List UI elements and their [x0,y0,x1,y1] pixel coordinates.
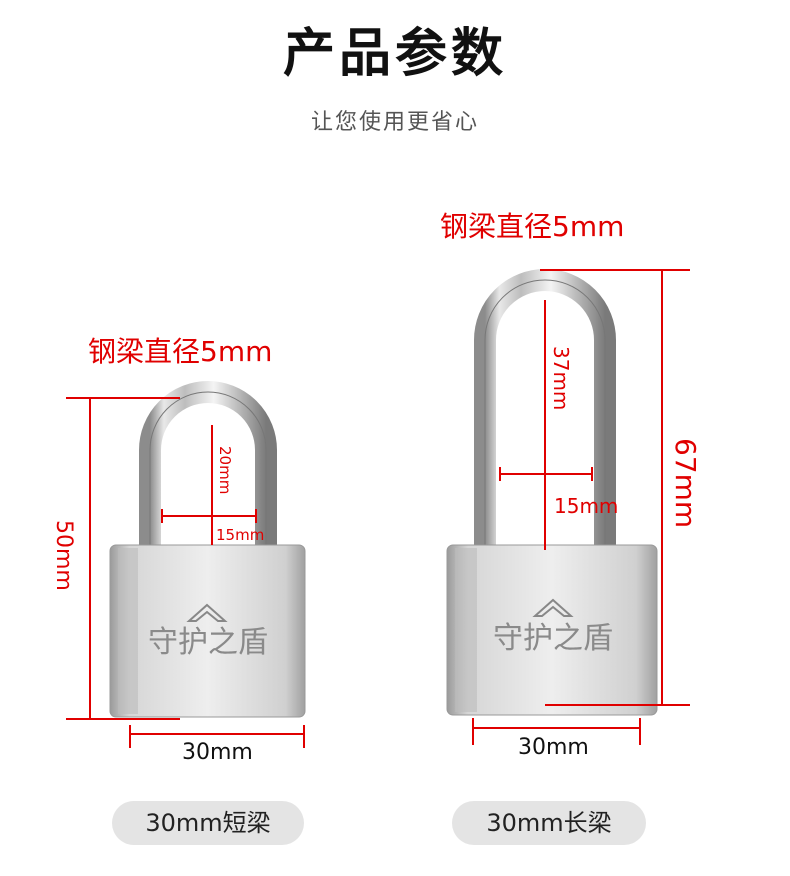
page-subtitle: 让您使用更省心 [310,110,479,135]
left-body-width-label: 30mm [182,740,253,765]
right-body-width-label: 30mm [518,735,589,760]
shield-logo-icon [186,603,228,622]
right-engraving: 守护之盾 [493,621,613,656]
shield-logo-icon [532,598,574,617]
short-shackle-pill: 30mm短梁 [112,801,304,845]
page-title: 产品参数 [282,24,507,84]
left-height-label: 50mm [51,520,76,591]
right-inner-height-label: 37mm [549,346,573,411]
left-inner-height-label: 20mm [216,446,234,495]
right-inner-width-label: 15mm [554,494,619,518]
short-shackle-lock [109,381,306,718]
long-shackle-lock [446,269,658,716]
long-shackle-pill: 30mm长梁 [452,801,646,845]
left-engraving: 守护之盾 [148,625,268,660]
left-dimension-lines [66,397,305,748]
left-inner-width-label: 15mm [216,526,265,544]
right-dimension-lines [472,269,690,745]
right-shackle-note: 钢梁直径5mm [440,210,625,243]
right-height-label: 67mm [669,438,702,529]
left-shackle-note: 钢梁直径5mm [88,335,273,368]
